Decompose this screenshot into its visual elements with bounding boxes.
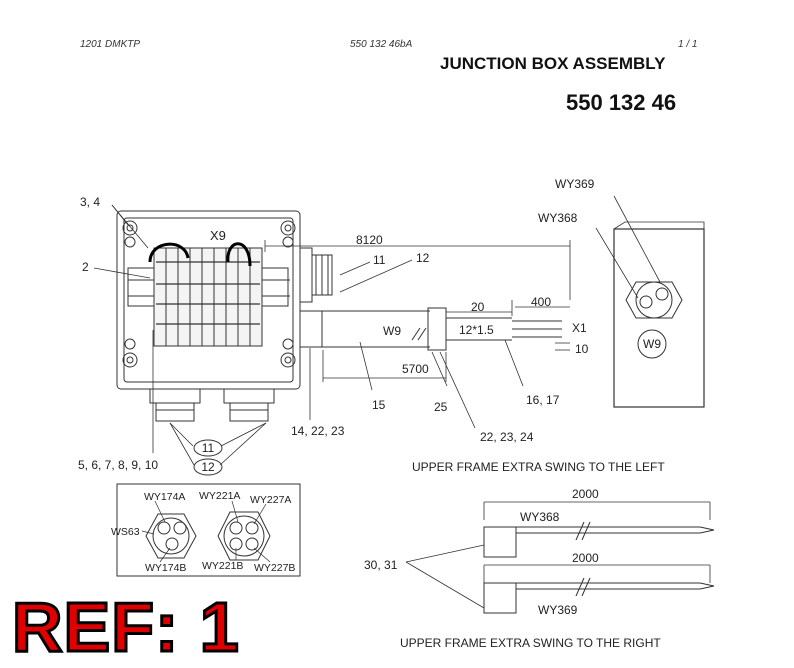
gland-wy221a: WY221A (199, 490, 240, 502)
reference-stamp: REF: 1 (11, 588, 241, 666)
callout-circle-11 (193, 439, 223, 457)
side-view-panel (613, 221, 705, 408)
cable-wy368-top: WY368 (538, 211, 578, 225)
swing-left-caption: UPPER FRAME EXTRA SWING TO THE LEFT (412, 460, 665, 474)
callout-30-31: 30, 31 (364, 558, 398, 572)
callout-12-top: 12 (416, 251, 430, 265)
part-number: 550 132 46 (566, 90, 677, 115)
swing-cable-bottom (483, 564, 715, 614)
cable-wy369-top: WY369 (555, 177, 595, 191)
callout-14-22-23: 14, 22, 23 (291, 424, 345, 438)
leader-lines (93, 195, 661, 466)
swing-cable-wy368: WY368 (520, 510, 560, 524)
gland-ws63: WS63 (111, 526, 140, 538)
drawing-title: JUNCTION BOX ASSEMBLY (440, 54, 666, 73)
connector-x1: X1 (572, 321, 587, 335)
callout-15: 15 (372, 398, 386, 412)
main-cable (299, 307, 562, 351)
swing-dim-bottom: 2000 (572, 551, 599, 565)
drawing-reference: 550 132 46bA (350, 39, 413, 50)
dim-8120: 8120 (356, 233, 383, 247)
doc-code: 1201 DMKTP (80, 39, 141, 50)
gland-wy227b: WY227B (254, 562, 295, 574)
callout-16-17: 16, 17 (526, 393, 560, 407)
callout-2: 2 (82, 260, 89, 274)
callout-25: 25 (434, 400, 448, 414)
leader-30-31 (405, 544, 485, 609)
callout-11-top: 11 (373, 253, 386, 267)
swing-dim-top: 2000 (572, 487, 599, 501)
dim-10: 10 (575, 342, 589, 356)
swing-cable-top (483, 501, 715, 558)
dim-20: 20 (471, 300, 485, 314)
callout-11-bottom: 11 (202, 441, 215, 455)
side-view-w9: W9 (643, 337, 661, 351)
gland-wy221b: WY221B (202, 560, 243, 572)
dim-5700: 5700 (402, 362, 429, 376)
dim-400: 400 (531, 295, 551, 309)
callout-5-to-10: 5, 6, 7, 8, 9, 10 (78, 458, 158, 472)
cable-spec: 12*1.5 (459, 323, 494, 337)
gland-wy174a: WY174A (144, 491, 185, 503)
callout-circle-12 (193, 458, 223, 476)
callout-3-4: 3, 4 (80, 195, 100, 209)
gland-wy227a: WY227A (250, 494, 291, 506)
gland-wy174b: WY174B (145, 562, 186, 574)
callout-12-bottom: 12 (201, 460, 215, 474)
terminal-x9-label: X9 (210, 228, 226, 243)
junction-box (116, 210, 333, 422)
dimension-lines (264, 240, 571, 382)
swing-cable-wy369: WY369 (538, 603, 578, 617)
page-number: 1 / 1 (678, 39, 698, 50)
drawing-labels: 3, 4 2 X9 11 12 8120 20 400 X1 10 W9 12*… (78, 177, 665, 650)
callout-22-23-24: 22, 23, 24 (480, 430, 534, 444)
swing-right-caption: UPPER FRAME EXTRA SWING TO THE RIGHT (400, 636, 661, 650)
corner-screws (122, 220, 296, 368)
cable-w9-label: W9 (383, 324, 401, 338)
gland-detail (116, 483, 301, 577)
